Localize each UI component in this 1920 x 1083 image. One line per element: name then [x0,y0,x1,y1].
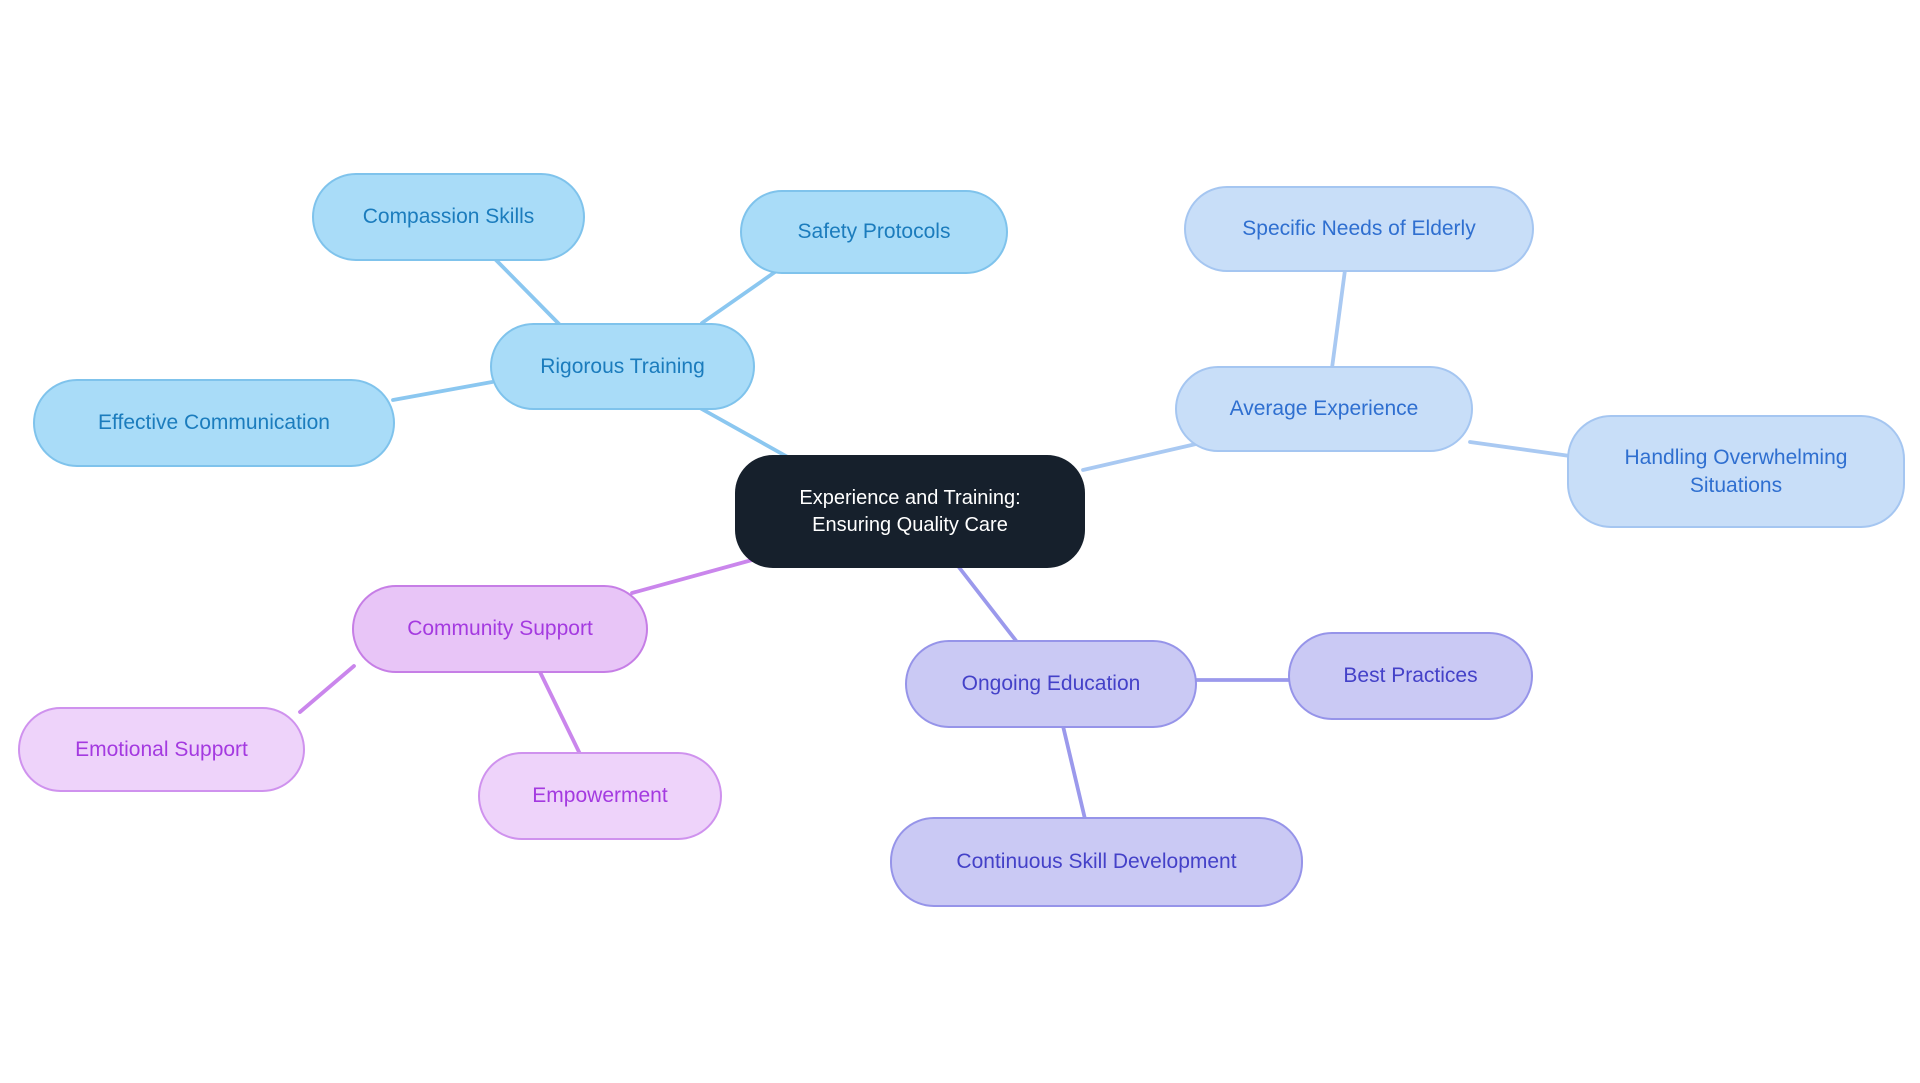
node-specific-needs-of-elderly[interactable]: Specific Needs of Elderly [1184,186,1534,272]
node-label: Compassion Skills [362,205,535,229]
node-label: Handling Overwhelming Situations [1624,446,1848,497]
node-label: Specific Needs of Elderly [1242,217,1476,241]
edge-rigorous-training-central [698,406,795,462]
node-handling-overwhelming-situations[interactable]: Handling Overwhelming Situations [1567,415,1905,528]
edge-ongoing-education-skill-development [1061,724,1087,821]
edge-safety-protocols-rigorous-training [700,270,777,325]
node-best-practices[interactable]: Best Practices [1288,632,1533,720]
edge-community-support-empowerment [538,670,582,756]
node-label: Community Support [407,617,593,641]
node-label: Empowerment [532,784,668,808]
node-label: Safety Protocols [797,220,951,244]
node-safety-protocols[interactable]: Safety Protocols [740,190,1008,274]
edge-effective-communication-rigorous-training [391,380,494,402]
node-community-support[interactable]: Community Support [352,585,648,673]
node-label: Emotional Support [75,737,248,761]
edge-central-community-support [630,558,754,595]
node-label: Best Practices [1343,664,1478,688]
node-rigorous-training[interactable]: Rigorous Training [490,323,755,410]
edge-community-support-emotional-support [298,664,356,714]
node-empowerment[interactable]: Empowerment [478,752,722,840]
node-label: Average Experience [1229,397,1419,421]
edge-compassion-skills-rigorous-training [493,257,562,327]
node-label: Continuous Skill Development [956,850,1237,874]
edge-specific-needs-average-experience [1330,268,1347,370]
node-central[interactable]: Experience and Training: Ensuring Qualit… [735,455,1085,568]
edge-central-ongoing-education [956,564,1019,644]
node-ongoing-education[interactable]: Ongoing Education [905,640,1197,728]
node-label: Ongoing Education [961,672,1141,696]
node-label: Rigorous Training [540,354,705,378]
node-continuous-skill-development[interactable]: Continuous Skill Development [890,817,1303,907]
node-effective-communication[interactable]: Effective Communication [33,379,395,467]
edge-central-average-experience [1081,442,1198,472]
node-emotional-support[interactable]: Emotional Support [18,707,305,792]
node-label: Experience and Training: Ensuring Qualit… [799,486,1021,536]
node-label: Effective Communication [98,411,330,435]
edge-average-experience-handling-situations [1468,440,1572,458]
node-average-experience[interactable]: Average Experience [1175,366,1473,452]
node-compassion-skills[interactable]: Compassion Skills [312,173,585,261]
